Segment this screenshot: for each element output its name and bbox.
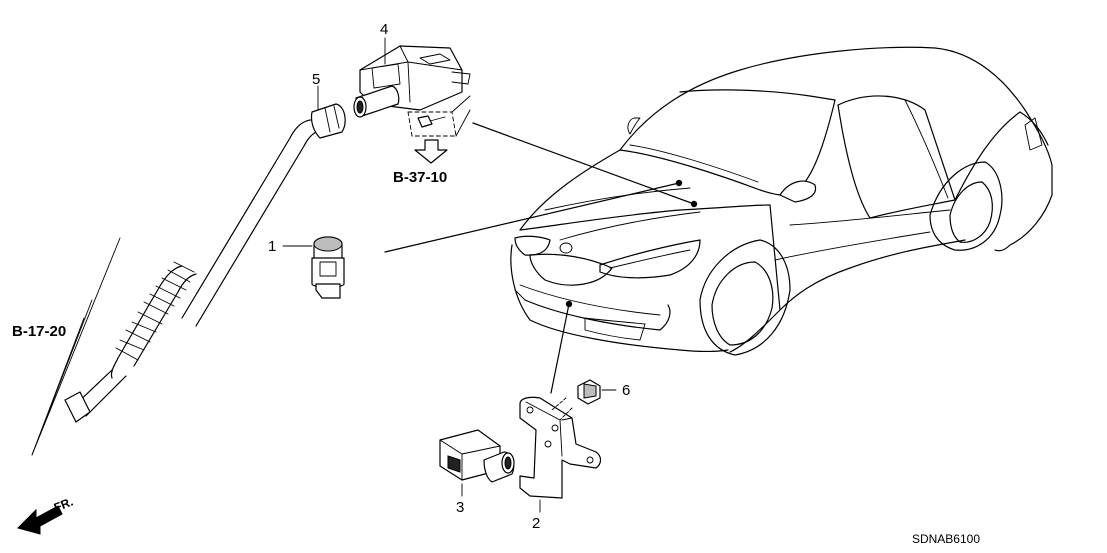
part-5-callout: 5 <box>312 71 320 88</box>
part-6-callout: 6 <box>622 382 630 399</box>
ref-arrow-down-icon <box>414 139 448 164</box>
part-3-sensor <box>439 429 515 497</box>
car-illustration <box>510 46 1053 356</box>
part-2-bracket <box>519 396 602 513</box>
ref-direction-arrow-icon <box>31 237 121 456</box>
part-6-bolt <box>551 379 617 421</box>
part-3-callout: 3 <box>456 499 464 516</box>
part-1-sensor <box>282 236 345 299</box>
part-4-callout: 4 <box>380 21 388 38</box>
reference-b-17-20[interactable]: B-17-20 <box>12 323 66 340</box>
part-4-sensor-module <box>353 37 471 137</box>
front-direction-arrow-icon <box>17 505 63 535</box>
drawing-code: SDNAB6100 <box>912 532 980 546</box>
part-5-hose <box>64 85 346 423</box>
reference-b-37-10[interactable]: B-37-10 <box>393 169 447 186</box>
location-leaders <box>384 122 695 394</box>
part-2-callout: 2 <box>532 515 540 532</box>
front-direction-label: FR. <box>52 495 75 515</box>
part-1-callout: 1 <box>268 238 276 255</box>
